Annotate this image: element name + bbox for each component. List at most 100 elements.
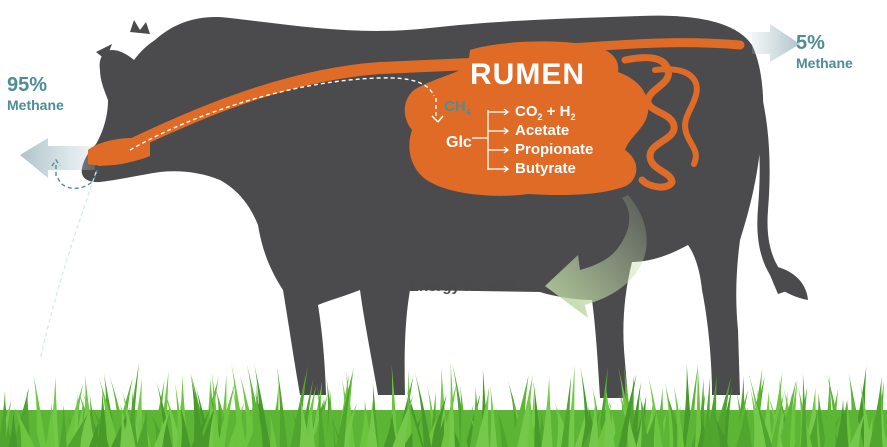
grass-blade <box>276 366 288 447</box>
grass-blade <box>299 395 311 447</box>
glucose-label: Glc <box>446 134 472 151</box>
grass-blade <box>113 377 133 447</box>
grass-blade <box>533 380 542 447</box>
methane-mouth-arrow <box>20 138 95 178</box>
grass-blade <box>199 404 216 447</box>
grass-blade <box>852 366 867 447</box>
grass-blade <box>441 382 457 447</box>
grass-blade <box>848 411 866 447</box>
grass-blade <box>306 406 315 447</box>
grass-blade <box>217 381 236 447</box>
grass-blade <box>490 385 498 447</box>
grass-blade <box>336 373 350 447</box>
grass-blade <box>860 382 872 447</box>
grass-blade <box>33 374 47 447</box>
grass-blade <box>271 383 279 447</box>
rumen-title: RUMEN <box>470 58 585 91</box>
grass-blade <box>752 393 773 447</box>
grass-blade <box>785 380 798 447</box>
grass-blade <box>561 376 572 447</box>
mouth-methane-percent: 95% <box>7 74 48 96</box>
grass-blade <box>253 390 271 447</box>
grass-blade <box>392 395 414 447</box>
h2-subscript: 2 <box>570 112 576 122</box>
grass-blade <box>8 409 18 447</box>
grass-blade <box>96 390 108 447</box>
grass-blade <box>59 404 67 447</box>
ch4-main: CH <box>444 98 466 115</box>
grass <box>0 362 887 447</box>
energy-for-milk-label: Energy for milk <box>409 278 519 295</box>
grass-blade <box>67 413 88 447</box>
dashed-gas-paths <box>39 77 444 361</box>
grass-blade <box>135 409 149 447</box>
grass-blade <box>414 372 432 447</box>
grass-blade <box>81 374 95 447</box>
tail-methane-percent: 5% <box>796 32 825 54</box>
mouth-methane-label: Methane <box>7 97 64 113</box>
grass-blade <box>389 416 396 447</box>
propionate-label: Propionate <box>515 141 594 158</box>
grass-blade <box>156 381 173 447</box>
energy-arrow <box>545 195 647 318</box>
grass-blade <box>227 402 245 447</box>
grass-blade <box>711 410 729 447</box>
grass-blade <box>120 408 128 447</box>
grass-blade <box>710 376 732 447</box>
grass-blade <box>641 411 657 447</box>
grass-blade <box>835 398 848 447</box>
grass-blade <box>603 382 615 447</box>
grass-blade <box>495 406 508 447</box>
mouth-highlight <box>88 138 150 166</box>
grass-blade <box>88 416 101 447</box>
grass-blade <box>243 398 255 447</box>
grass-blade <box>366 399 378 447</box>
grass-blade <box>748 372 766 447</box>
grass-blade <box>211 372 220 447</box>
grass-blade <box>673 384 685 447</box>
grass-blade <box>743 401 752 447</box>
grass-blade <box>541 375 553 447</box>
grass-blade <box>567 365 575 447</box>
plus-h: + H <box>542 103 571 120</box>
grass-blade <box>179 403 191 447</box>
grass-blade <box>824 388 839 447</box>
grass-blade <box>405 396 422 447</box>
grass-blade <box>151 379 165 447</box>
grass-blade <box>191 410 210 447</box>
grass-blade <box>865 416 873 447</box>
grass-blade <box>654 387 665 447</box>
grass-blade <box>122 389 136 447</box>
grass-blade <box>527 389 535 447</box>
grass-blade <box>433 415 446 447</box>
grass-blade <box>694 362 702 447</box>
product-arrows <box>472 108 510 173</box>
grass-blade <box>806 410 819 447</box>
rumen-shape <box>404 41 649 196</box>
grass-blade <box>335 373 353 447</box>
grass-blade <box>269 413 277 447</box>
grass-blade <box>736 407 749 447</box>
grass-blade <box>800 372 808 447</box>
grass-blade <box>290 365 308 447</box>
grass-blade <box>63 383 84 447</box>
co2-h2-label: CO2 + H2 <box>515 103 575 126</box>
methane-tail-arrow <box>752 24 800 62</box>
ch4-subscript: 4 <box>465 107 471 117</box>
grass-blade <box>581 412 588 447</box>
acetate-label: Acetate <box>515 122 570 139</box>
grass-blade <box>704 375 718 447</box>
grass-blade <box>12 404 35 447</box>
grass-blade <box>326 387 335 447</box>
methane-formula: CH4 <box>444 98 471 117</box>
grass-blade <box>702 376 711 447</box>
co2-subscript: 2 <box>537 112 543 122</box>
grass-blade <box>98 376 120 447</box>
grass-blade <box>685 366 698 447</box>
grass-blade <box>639 394 649 447</box>
grass-blade <box>163 387 182 447</box>
grass-blade <box>111 407 131 447</box>
grass-blade <box>251 382 263 447</box>
